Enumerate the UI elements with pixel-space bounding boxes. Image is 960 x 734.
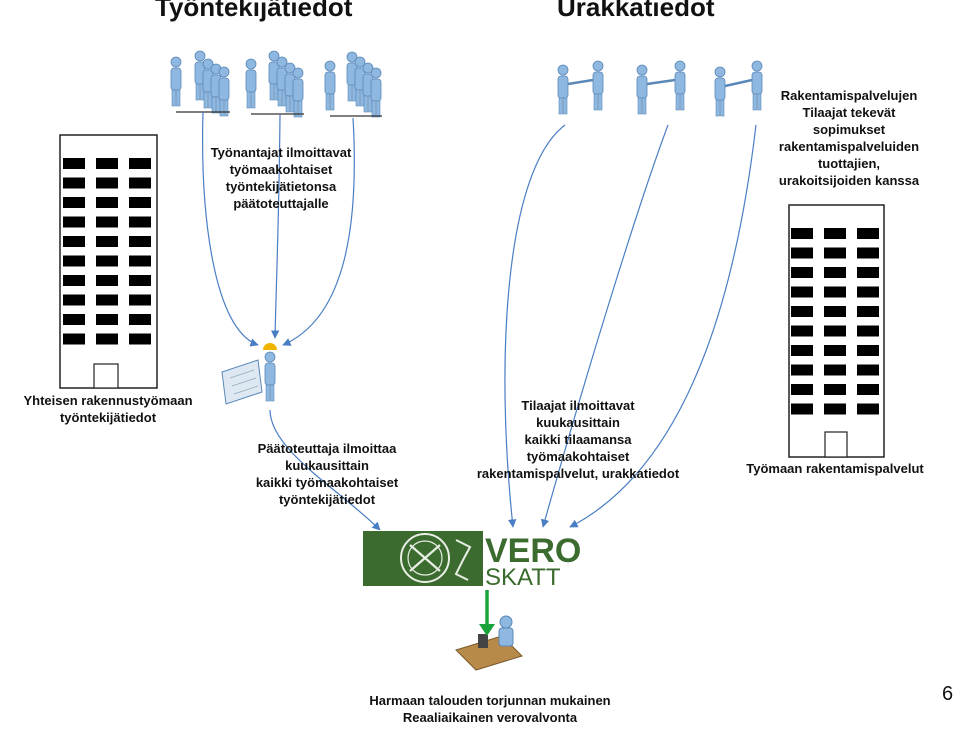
building-window xyxy=(824,345,846,356)
logo-text-vero: VERO xyxy=(485,532,581,570)
building-window xyxy=(129,158,151,169)
building-window xyxy=(63,255,85,267)
title-contract-data: Urakkatiedot xyxy=(557,0,715,22)
building-window xyxy=(824,325,846,337)
main-implementer-figure xyxy=(221,343,277,405)
building-window xyxy=(791,306,813,317)
building-window xyxy=(824,364,846,376)
caption-contracts: Rakentamispalvelujen Tilaajat tekevät so… xyxy=(778,88,920,188)
vero-skatt-logo: VERO SKATT xyxy=(363,530,582,591)
building-window xyxy=(63,197,85,208)
building-window xyxy=(96,333,118,345)
building-window xyxy=(96,275,118,286)
building-window xyxy=(824,228,846,239)
caption-bottom: Harmaan talouden torjunnan mukainen Reaa… xyxy=(369,693,611,725)
building-window xyxy=(824,267,846,278)
building-window xyxy=(129,216,151,228)
building-window xyxy=(63,177,85,189)
building-window xyxy=(63,158,85,169)
worker-groups xyxy=(170,50,382,118)
building-window xyxy=(857,364,879,376)
building-window xyxy=(791,364,813,376)
building-window xyxy=(63,275,85,286)
building-window xyxy=(824,306,846,317)
building-window xyxy=(824,247,846,259)
building-window xyxy=(96,294,118,306)
building-left xyxy=(59,134,158,389)
building-window xyxy=(791,325,813,337)
building-window xyxy=(129,177,151,189)
building-window xyxy=(129,236,151,247)
building-window xyxy=(63,314,85,325)
handshake-pairs xyxy=(557,60,763,117)
building-window xyxy=(129,314,151,325)
building-window xyxy=(129,275,151,286)
building-window xyxy=(96,197,118,208)
building-window xyxy=(857,286,879,298)
building-window xyxy=(791,384,813,395)
building-window xyxy=(129,294,151,306)
building-window xyxy=(857,384,879,395)
building-window xyxy=(791,345,813,356)
building-window xyxy=(63,294,85,306)
caption-clients: Tilaajat ilmoittavat kuukausittain kaikk… xyxy=(476,398,680,481)
building-window xyxy=(63,333,85,345)
building-window xyxy=(96,236,118,247)
building-window xyxy=(857,345,879,356)
building-window xyxy=(857,267,879,278)
building-window xyxy=(96,158,118,169)
caption-site-left: Yhteisen rakennustyömaan työntekijätiedo… xyxy=(23,393,193,425)
building-window xyxy=(824,286,846,298)
building-window xyxy=(857,247,879,259)
building-window xyxy=(791,286,813,298)
building-window xyxy=(824,384,846,395)
building-window xyxy=(96,177,118,189)
building-window xyxy=(824,403,846,415)
building-window xyxy=(129,255,151,267)
building-window xyxy=(96,314,118,325)
building-window xyxy=(857,306,879,317)
employee-data-arrows xyxy=(202,111,381,531)
building-window xyxy=(129,333,151,345)
building-window xyxy=(791,228,813,239)
tax-officer-desk xyxy=(455,615,523,671)
caption-main-implementer: Päätoteuttaja ilmoittaa kuukausittain ka… xyxy=(255,441,399,507)
building-window xyxy=(129,197,151,208)
caption-site-right: Työmaan rakentamispalvelut xyxy=(746,461,924,476)
building-window xyxy=(791,403,813,415)
title-employee-data: Työntekijätiedot xyxy=(155,0,353,22)
page-number: 6 xyxy=(942,683,954,705)
building-window xyxy=(857,325,879,337)
building-window xyxy=(791,267,813,278)
logo-text-skatt: SKATT xyxy=(485,564,561,591)
green-arrow xyxy=(479,590,495,636)
caption-employers: Työnantajat ilmoittavat työmaakohtaiset … xyxy=(210,145,352,211)
building-window xyxy=(857,228,879,239)
building-window xyxy=(96,255,118,267)
building-right xyxy=(788,204,885,458)
building-window xyxy=(63,216,85,228)
contract-data-arrows xyxy=(504,124,757,528)
building-window xyxy=(857,403,879,415)
building-window xyxy=(791,247,813,259)
building-window xyxy=(63,236,85,247)
building-window xyxy=(96,216,118,228)
